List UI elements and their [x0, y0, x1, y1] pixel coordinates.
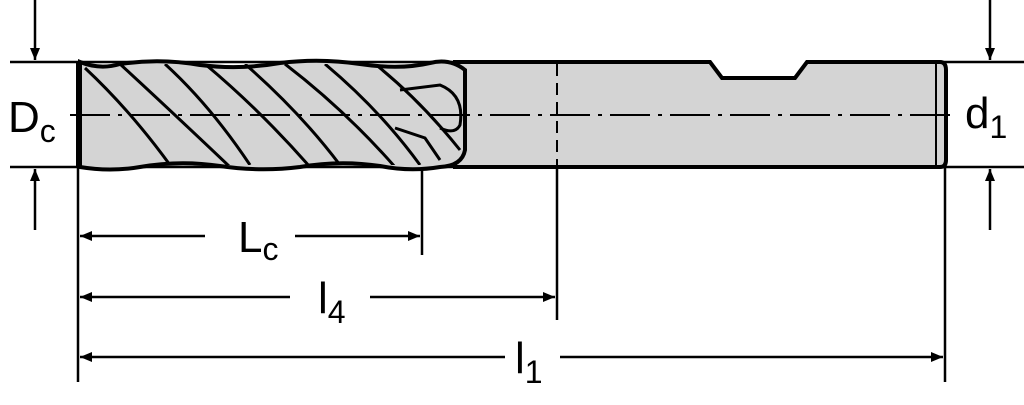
- lc-label: Lc: [238, 213, 278, 267]
- dc-label: Dc: [8, 93, 56, 149]
- length-dimensions: [80, 231, 943, 362]
- l1-label: l1: [515, 334, 543, 390]
- d1-label: d1: [965, 89, 1007, 145]
- dc-dimension: [30, 0, 995, 230]
- l4-label: l4: [318, 274, 346, 330]
- flute-helix-lines: [83, 64, 463, 165]
